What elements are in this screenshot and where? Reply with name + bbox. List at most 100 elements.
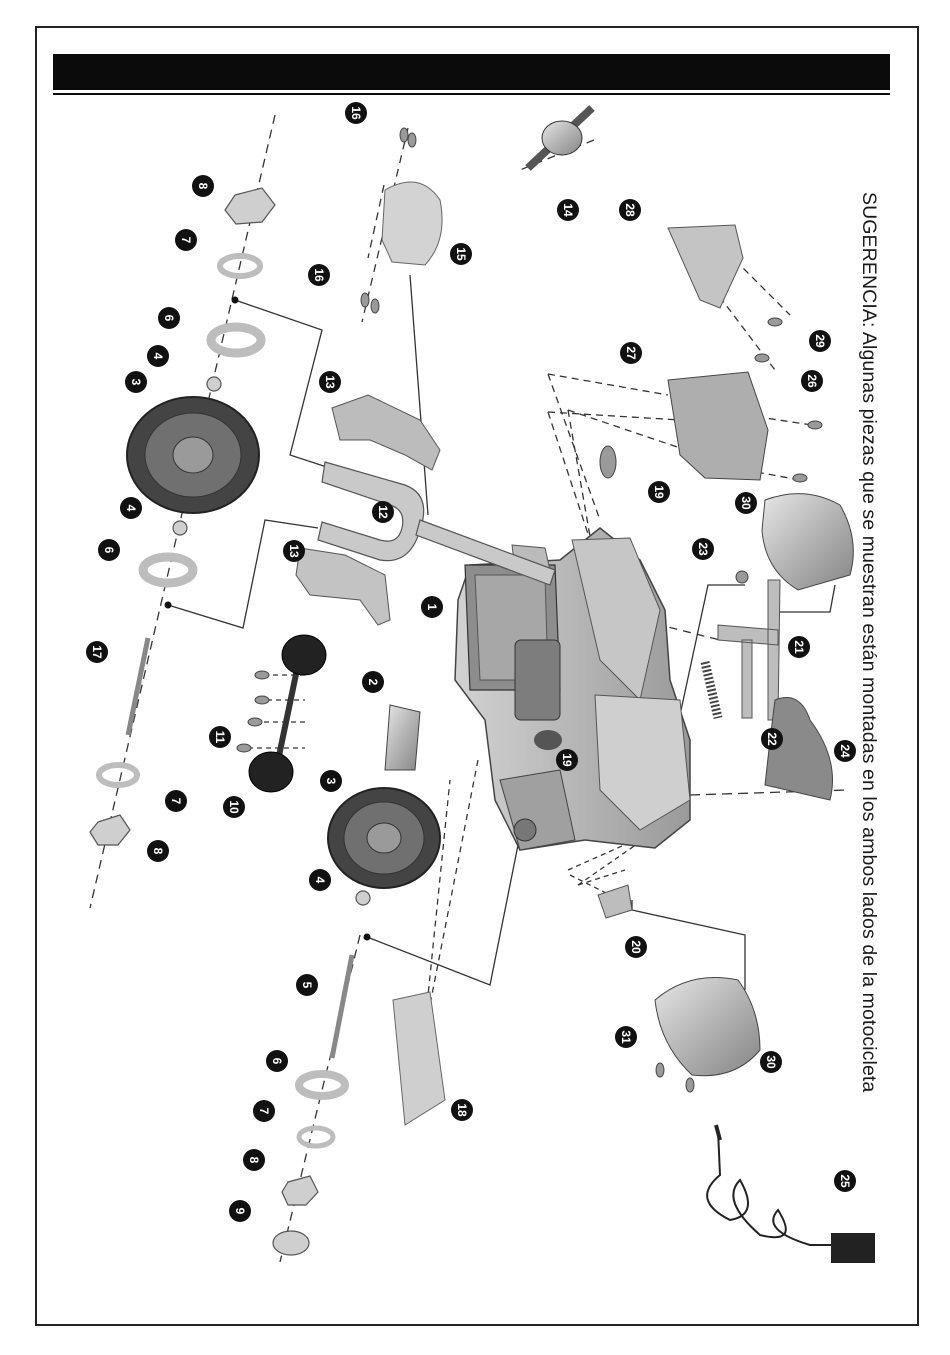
- callout-c4c: 4: [309, 869, 331, 891]
- callout-number: 2: [366, 679, 380, 686]
- callout-c7c: 7: [253, 1100, 275, 1122]
- callout-number: 23: [696, 542, 710, 556]
- callout-number: 29: [813, 334, 827, 348]
- callout-c7b: 7: [165, 790, 187, 812]
- callout-c17: 17: [86, 641, 108, 663]
- callout-c9: 9: [229, 1200, 251, 1222]
- mirror-bracket: [598, 885, 632, 918]
- callout-c6b: 6: [98, 539, 120, 561]
- callout-number: 4: [151, 353, 165, 360]
- callout-number: 26: [805, 374, 819, 388]
- callout-number: 19: [560, 753, 574, 767]
- callout-c30a: 30: [735, 492, 757, 514]
- callout-c16a: 16: [345, 102, 367, 124]
- callout-number: 15: [454, 247, 468, 261]
- callout-number: 7: [257, 1108, 271, 1115]
- spring: [705, 662, 718, 718]
- callout-number: 4: [124, 505, 138, 512]
- callout-c6a: 6: [158, 307, 180, 329]
- callout-c26: 26: [801, 370, 823, 392]
- callout-number: 6: [162, 315, 176, 322]
- callout-number: 4: [313, 877, 327, 884]
- battery-upper: [762, 494, 853, 590]
- motor: [385, 705, 420, 770]
- callout-c13a: 13: [319, 371, 341, 393]
- callout-c19a: 19: [648, 481, 670, 503]
- callout-c24: 24: [834, 740, 856, 762]
- callout-number: 5: [300, 982, 314, 989]
- front-fork: [718, 580, 780, 720]
- tail-cover: [668, 225, 743, 308]
- callout-number: 16: [312, 268, 326, 282]
- callout-number: 30: [764, 1055, 778, 1069]
- callout-c4a: 4: [147, 345, 169, 367]
- callout-c19b: 19: [556, 749, 578, 771]
- callout-c27: 27: [620, 342, 642, 364]
- callout-c7a: 7: [175, 229, 197, 251]
- callout-c21: 21: [788, 636, 810, 658]
- callout-number: 19: [652, 485, 666, 499]
- callout-number: 14: [561, 203, 575, 217]
- callout-c14: 14: [557, 199, 579, 221]
- callout-c2: 2: [362, 671, 384, 693]
- callout-c11: 11: [209, 726, 231, 748]
- callout-c30b: 30: [760, 1051, 782, 1073]
- throttle-grip: [332, 395, 440, 470]
- front-wheel: [328, 788, 440, 888]
- callout-number: 8: [151, 848, 165, 855]
- motorcycle-body: [455, 528, 690, 850]
- front-axle: [332, 955, 352, 1058]
- callout-number: 30: [739, 496, 753, 510]
- callout-c1: 1: [421, 596, 443, 618]
- callout-number: 21: [792, 640, 806, 654]
- callout-c12: 12: [372, 501, 394, 523]
- callout-c6c: 6: [266, 1050, 288, 1072]
- callout-number: 8: [247, 1157, 261, 1164]
- callout-c16b: 16: [308, 264, 330, 286]
- callout-number: 7: [179, 237, 193, 244]
- callout-number: 18: [455, 1103, 469, 1117]
- callout-c23: 23: [692, 538, 714, 560]
- callout-number: 7: [169, 798, 183, 805]
- battery-lower: [655, 978, 760, 1076]
- callout-c20: 20: [625, 936, 647, 958]
- callout-number: 13: [323, 375, 337, 389]
- callout-number: 9: [233, 1208, 247, 1215]
- callout-number: 24: [838, 744, 852, 758]
- callout-number: 8: [196, 183, 210, 190]
- training-wheel-assembly: [249, 635, 326, 792]
- callout-c31: 31: [615, 1026, 637, 1048]
- callout-number: 10: [227, 800, 241, 814]
- callout-number: 11: [213, 731, 227, 744]
- callout-c10: 10: [223, 796, 245, 818]
- callout-c8a: 8: [192, 175, 214, 197]
- callout-c5: 5: [296, 974, 318, 996]
- callout-number: 1: [425, 604, 439, 611]
- callout-c18: 18: [451, 1099, 473, 1121]
- callout-c8c: 8: [243, 1149, 265, 1171]
- switch-part: [528, 108, 592, 168]
- callout-c25: 25: [834, 1170, 856, 1192]
- callout-c13b: 13: [283, 540, 305, 562]
- callout-number: 3: [129, 379, 143, 386]
- callout-c22: 22: [761, 728, 783, 750]
- callout-number: 22: [765, 732, 779, 746]
- charger: [707, 1125, 874, 1262]
- callout-number: 12: [376, 505, 390, 519]
- footboard: [393, 992, 445, 1125]
- callout-c28: 28: [619, 199, 641, 221]
- callout-number: 3: [324, 778, 338, 785]
- callout-number: 17: [90, 645, 104, 659]
- callout-number: 31: [619, 1030, 633, 1044]
- callout-c15: 15: [450, 243, 472, 265]
- callout-number: 13: [287, 544, 301, 558]
- seat-cover: [668, 372, 768, 480]
- callout-number: 20: [629, 940, 643, 954]
- callout-c29: 29: [809, 330, 831, 352]
- callout-c8b: 8: [147, 840, 169, 862]
- headlight-cover: [382, 182, 442, 265]
- callout-number: 6: [270, 1058, 284, 1065]
- callout-number: 25: [838, 1174, 852, 1188]
- callout-number: 6: [102, 547, 116, 554]
